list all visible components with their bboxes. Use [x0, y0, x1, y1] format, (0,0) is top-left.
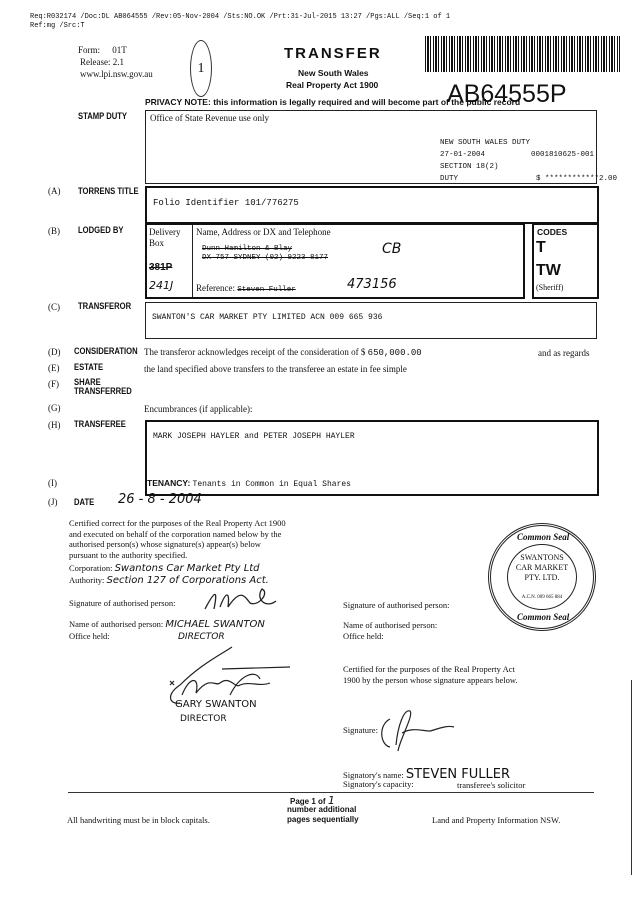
date-value: 26 - 8 - 2004 [118, 492, 202, 507]
section-letter: (I) [48, 478, 57, 488]
page-note2: pages sequentially [287, 815, 359, 824]
torrens-title-box: Folio Identifier 101/776275 [145, 186, 599, 224]
signature-steven [381, 710, 455, 752]
stamp-duty-box: Office of State Revenue use only NEW SOU… [145, 110, 617, 184]
consideration-text: The transferor acknowledges receipt of t… [144, 347, 422, 358]
second-office: DIRECTOR [180, 714, 227, 724]
section-letter: (A) [48, 186, 61, 196]
code-note: (Sheriff) [536, 283, 564, 292]
authority: Authority: Section 127 of Corporations A… [69, 575, 269, 586]
transferor-box: SWANTON'S CAR MARKET PTY LIMITED ACN 009… [145, 302, 597, 339]
box-number-hand: 241J [149, 279, 174, 292]
code-tw: TW [536, 262, 561, 279]
print-ref: Ref:mg /Src:T [30, 22, 85, 30]
seal-bottom: Common Seal [517, 612, 570, 622]
share-label: SHARE [74, 377, 101, 387]
footer-divider [68, 792, 594, 793]
seal-top: Common Seal [517, 532, 570, 542]
website: www.lpi.nsw.gov.au [80, 69, 153, 79]
estate-label: ESTATE [74, 362, 104, 372]
tenancy: TENANCY: Tenants in Common in Equal Shar… [147, 478, 351, 489]
stamp-duty-label: STAMP DUTY [78, 111, 128, 121]
right-name-label: Name of authorised person: [343, 620, 438, 630]
scan-edge [631, 680, 632, 875]
title: TRANSFER [284, 45, 382, 62]
transferor-label: TRANSFEROR [78, 301, 132, 311]
consideration-label: CONSIDERATION [74, 346, 138, 356]
encumbrances-label: Encumbrances (if applicable): [144, 404, 253, 414]
reference: Reference: Steven Fuller [196, 283, 296, 294]
second-name: GARY SWANTON [175, 699, 257, 710]
form-label: Form: 01T [78, 45, 127, 55]
code-t: T [536, 239, 546, 256]
date-label: DATE [74, 497, 95, 507]
delivery-box-label: Delivery Box [149, 227, 181, 248]
name-header: Name, Address or DX and Telephone [196, 227, 331, 237]
lodged-by-box: Delivery Box 381P 241J Name, Address or … [145, 223, 525, 299]
struck-address: DX 757 SYDNEY (02) 9223 8177 [202, 254, 329, 262]
torrens-title-label: TORRENS TITLE [78, 186, 139, 196]
struck-name: Dunn Hamilton & Blay [202, 245, 293, 253]
codes-label: CODES [537, 227, 568, 237]
duty-amount: $ ************2.00 [536, 175, 618, 183]
signature-michael [204, 588, 277, 610]
circled-number: 1 [190, 40, 212, 97]
folio-identifier: Folio Identifier 101/776275 [153, 198, 299, 208]
right-signature-label: Signature of authorised person: [343, 600, 450, 610]
transferee-names: MARK JOSEPH HAYLER and PETER JOSEPH HAYL… [153, 432, 355, 441]
section-letter: (H) [48, 420, 61, 430]
section-letter: (C) [48, 302, 60, 312]
section-letter: (B) [48, 226, 60, 236]
duty-reference: 0001810625-001 [531, 151, 595, 159]
signatory-capacity-value: transferee's solicitor [457, 780, 526, 790]
page-note1: number additional [287, 805, 357, 814]
signatory-name: Signatory's name: STEVEN FULLER [343, 767, 511, 782]
signature2-label: Signature: [343, 725, 378, 735]
footer-right: Land and Property Information NSW. [432, 815, 561, 825]
signatory-capacity-label: Signatory's capacity: [343, 779, 414, 789]
page-of: Page 1 of 1 [290, 794, 335, 807]
state: New South Wales [298, 68, 369, 78]
print-header: Req:R032174 /Doc:DL AB064555 /Rev:05-Nov… [30, 13, 451, 21]
barcode [425, 36, 620, 72]
authorised-name: Name of authorised person: MICHAEL SWANT… [69, 619, 265, 630]
office-label: Office held: [69, 631, 110, 641]
office-value: DIRECTOR [178, 632, 225, 642]
lodged-by-label: LODGED BY [78, 225, 124, 235]
section-letter: (J) [48, 497, 58, 507]
release: Release: 2.1 [80, 57, 124, 67]
reference-number: 473156 [347, 277, 397, 292]
office-use: Office of State Revenue use only [150, 113, 270, 123]
transferee-box: MARK JOSEPH HAYLER and PETER JOSEPH HAYL… [145, 420, 599, 496]
codes-box: CODES T TW (Sheriff) [532, 223, 599, 299]
transferred-label: TRANSFERRED [74, 386, 132, 396]
estate-text: the land specified above transfers to th… [144, 364, 407, 374]
right-office-label: Office held: [343, 631, 384, 641]
section-letter: (G) [48, 403, 61, 413]
consideration-tail: and as regards [538, 348, 590, 358]
hand-code: CB [382, 241, 402, 257]
certification-left: Certified correct for the purposes of th… [69, 518, 286, 560]
transferor-name: SWANTON'S CAR MARKET PTY LIMITED ACN 009… [152, 313, 383, 322]
section-letter: (E) [48, 363, 60, 373]
box-number-struck: 381P [149, 262, 173, 273]
act: Real Property Act 1900 [286, 80, 379, 90]
certification-right: Certified for the purposes of the Real P… [343, 664, 518, 685]
transferee-label: TRANSFEREE [74, 419, 126, 429]
signature-label: Signature of authorised person: [69, 598, 176, 608]
privacy-note: PRIVACY NOTE: this information is legall… [145, 97, 521, 107]
corporation: Corporation: Swantons Car Market Pty Ltd [69, 563, 260, 574]
dealing-number: AB64555P [447, 80, 567, 108]
section-letter: (D) [48, 347, 61, 357]
section-letter: (F) [48, 379, 59, 389]
footer-left: All handwriting must be in block capital… [67, 815, 210, 825]
signature-gary [169, 646, 291, 704]
